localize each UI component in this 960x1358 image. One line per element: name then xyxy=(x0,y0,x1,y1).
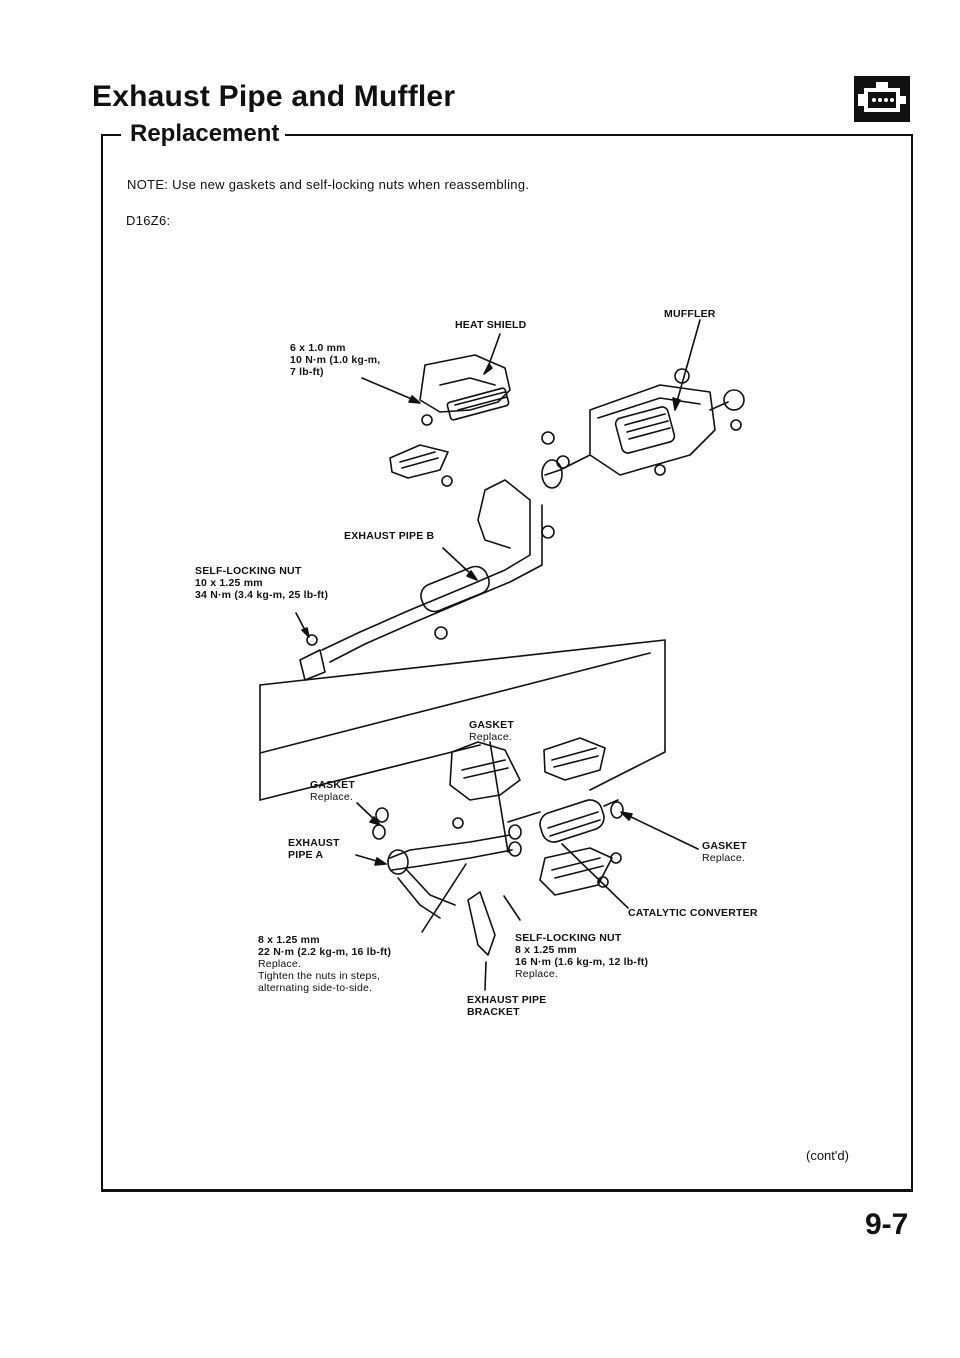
bolt-8mm-label: 8 x 1.25 mm 22 N·m (2.2 kg-m, 16 lb-ft) … xyxy=(258,934,392,994)
catalytic-converter-label: CATALYTIC CONVERTER xyxy=(628,907,758,919)
engine-icon xyxy=(854,76,910,122)
muffler-label: MUFFLER xyxy=(664,308,716,320)
exhaust-pipe-bracket-label: EXHAUST PIPE BRACKET xyxy=(467,994,547,1018)
exhaust-pipe-b-label: EXHAUST PIPE B xyxy=(344,530,435,542)
note-text: NOTE: Use new gaskets and self-locking n… xyxy=(127,177,530,192)
heat-shield-label: HEAT SHIELD xyxy=(455,319,527,331)
page-number: 9-7 xyxy=(865,1208,909,1241)
gasket-upper-label: GASKET Replace. xyxy=(469,719,514,743)
bolt-6mm-label: 6 x 1.0 mm 10 N·m (1.0 kg-m, 7 lb-ft) xyxy=(290,342,381,378)
content-frame xyxy=(101,134,913,1192)
self-locking-nut-top-label: SELF-LOCKING NUT 10 x 1.25 mm 34 N·m (3.… xyxy=(195,565,329,601)
gasket-left-label: GASKET Replace. xyxy=(310,779,355,803)
self-locking-nut-bottom-label: SELF-LOCKING NUT 8 x 1.25 mm 16 N·m (1.6… xyxy=(515,932,649,980)
page-title: Exhaust Pipe and Muffler xyxy=(92,80,456,113)
continued-note: (cont'd) xyxy=(806,1148,849,1163)
exhaust-pipe-a-label: EXHAUST PIPE A xyxy=(288,837,340,861)
engine-code: D16Z6: xyxy=(126,213,171,228)
section-heading: Replacement xyxy=(124,120,286,148)
gasket-right-label: GASKET Replace. xyxy=(702,840,747,864)
